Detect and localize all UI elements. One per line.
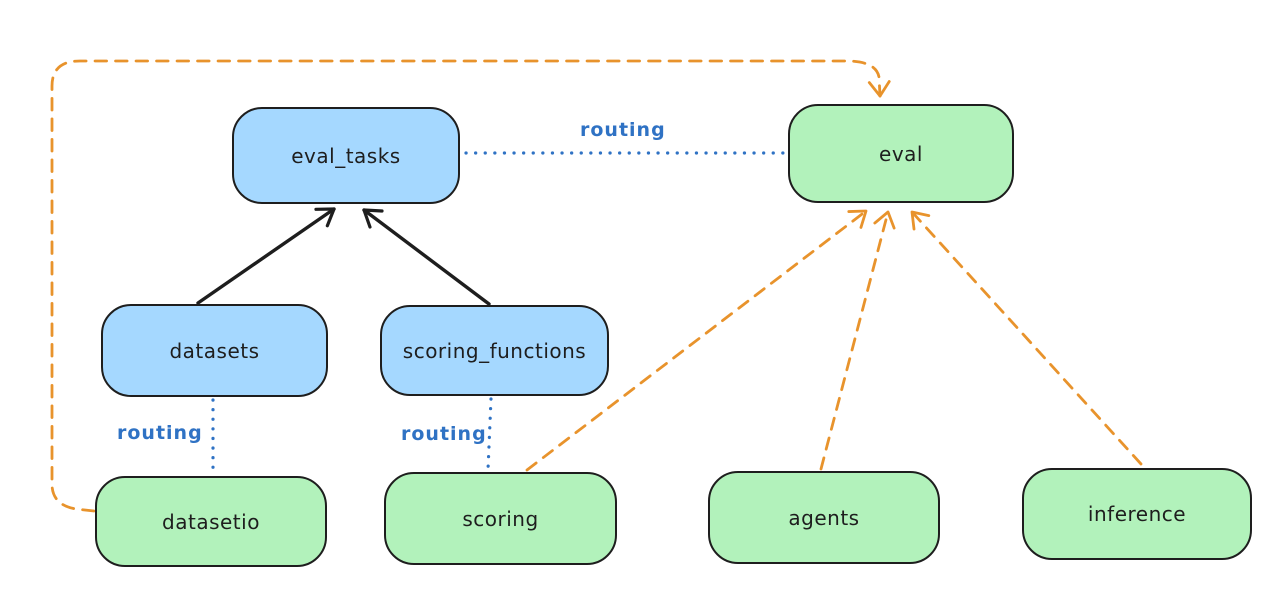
edge-scoring-functions-to-eval-tasks	[362, 208, 491, 306]
node-inference: inference	[1022, 468, 1252, 560]
edge-inference-to-eval	[910, 210, 1143, 466]
edge-scoring-to-eval	[525, 209, 868, 472]
node-scoring: scoring	[384, 472, 617, 565]
routing-label-scoring-functions-scoring: routing	[401, 423, 487, 445]
node-agents-label: agents	[788, 505, 860, 530]
routing-label-datasets-datasetio: routing	[117, 422, 203, 444]
node-inference-label: inference	[1087, 502, 1187, 526]
node-datasets: datasets	[101, 304, 328, 397]
edge-agents-to-eval	[819, 210, 896, 471]
edge-datasetio-to-eval	[50, 59, 891, 513]
node-datasets-label: datasets	[169, 338, 260, 363]
node-scoring-functions: scoring_functions	[380, 305, 609, 396]
edge-scoring-functions-to-scoring-routing	[486, 397, 493, 472]
edge-datasets-to-eval-tasks	[196, 207, 336, 305]
node-agents: agents	[708, 471, 940, 564]
routing-label-eval-tasks-eval: routing	[580, 119, 666, 141]
node-scoring-functions-label: scoring_functions	[402, 338, 587, 363]
node-datasetio-label: datasetio	[162, 509, 260, 534]
node-datasetio: datasetio	[95, 476, 327, 567]
node-eval-tasks-label: eval_tasks	[291, 143, 401, 168]
node-eval: eval	[788, 104, 1014, 203]
node-scoring-label: scoring	[462, 506, 539, 531]
node-eval-tasks: eval_tasks	[232, 107, 460, 204]
node-eval-label: eval	[879, 141, 923, 166]
